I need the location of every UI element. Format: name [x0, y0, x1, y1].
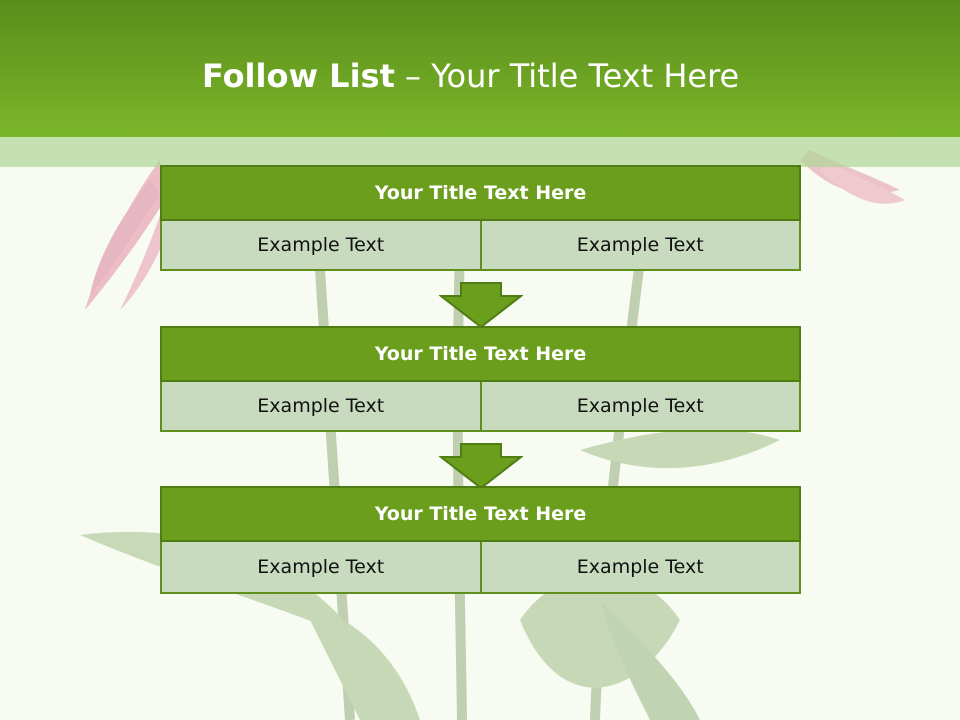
block-title: Your Title Text Here	[160, 165, 801, 221]
block-row: Example Text Example Text	[160, 542, 801, 594]
slide-title-bold: Follow List	[202, 57, 395, 95]
slide-header	[0, 0, 960, 137]
block-title: Your Title Text Here	[160, 486, 801, 542]
block-cell: Example Text	[160, 542, 482, 594]
block-title: Your Title Text Here	[160, 326, 801, 382]
down-arrow-icon	[439, 282, 523, 328]
block-row: Example Text Example Text	[160, 382, 801, 432]
follow-block-1: Your Title Text Here Example Text Exampl…	[160, 165, 801, 271]
follow-block-2: Your Title Text Here Example Text Exampl…	[160, 326, 801, 432]
down-arrow-icon	[439, 443, 523, 489]
slide-title: Follow List – Your Title Text Here	[202, 52, 739, 100]
slide-title-rest: – Your Title Text Here	[394, 57, 740, 95]
block-cell: Example Text	[479, 542, 801, 594]
block-cell: Example Text	[160, 221, 482, 271]
follow-block-3: Your Title Text Here Example Text Exampl…	[160, 486, 801, 594]
block-cell: Example Text	[479, 382, 801, 432]
block-row: Example Text Example Text	[160, 221, 801, 271]
header-strip	[0, 137, 960, 167]
block-cell: Example Text	[160, 382, 482, 432]
block-cell: Example Text	[479, 221, 801, 271]
